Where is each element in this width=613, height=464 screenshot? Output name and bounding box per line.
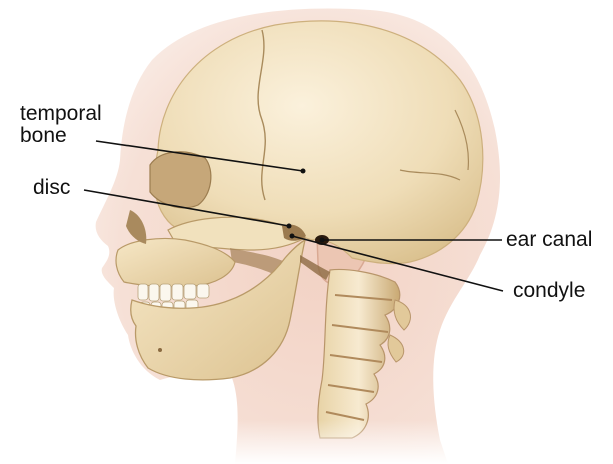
eye-socket: [150, 152, 211, 208]
temporal-bone-label-line1: temporal: [20, 103, 102, 125]
disc-label: disc: [33, 177, 70, 199]
temporal-bone-label-line2: bone: [20, 125, 102, 147]
ear-canal-label: ear canal: [506, 229, 592, 251]
temporal-bone-label: temporal bone: [20, 103, 102, 147]
condyle-label: condyle: [513, 280, 585, 302]
